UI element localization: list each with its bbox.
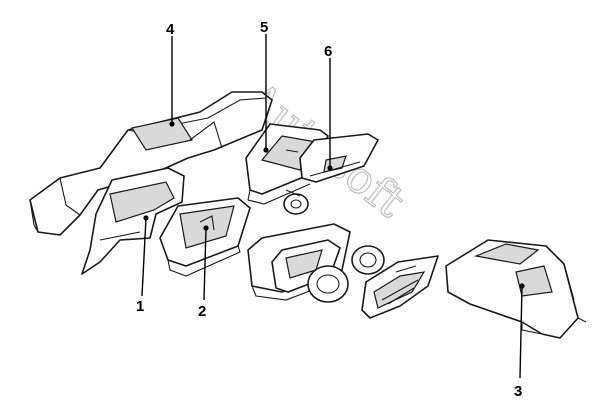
leader-1-dot xyxy=(143,215,149,221)
callout-1: 1 xyxy=(136,298,144,315)
callout-6: 6 xyxy=(324,43,332,60)
callout-3: 3 xyxy=(514,383,522,400)
heater-knob xyxy=(283,189,309,215)
leader-2 xyxy=(203,227,207,301)
callout-4: 4 xyxy=(166,21,175,38)
leader-5-dot xyxy=(263,147,269,153)
leader-3 xyxy=(519,285,523,379)
callout-labels: 4 5 6 1 2 3 xyxy=(136,19,522,400)
gauge-dials xyxy=(307,245,385,303)
leader-2-dot xyxy=(203,225,209,231)
vent-grille xyxy=(361,255,439,319)
part-3-center-console xyxy=(445,239,587,339)
leader-3-dot xyxy=(519,283,525,289)
part-1-instrument-bezel xyxy=(81,167,185,275)
leader-lines xyxy=(141,34,525,379)
leader-6-dot xyxy=(327,165,333,171)
callout-2: 2 xyxy=(198,303,206,320)
leader-4-dot xyxy=(169,121,175,127)
leader-1 xyxy=(141,217,147,297)
callout-5: 5 xyxy=(260,19,268,36)
